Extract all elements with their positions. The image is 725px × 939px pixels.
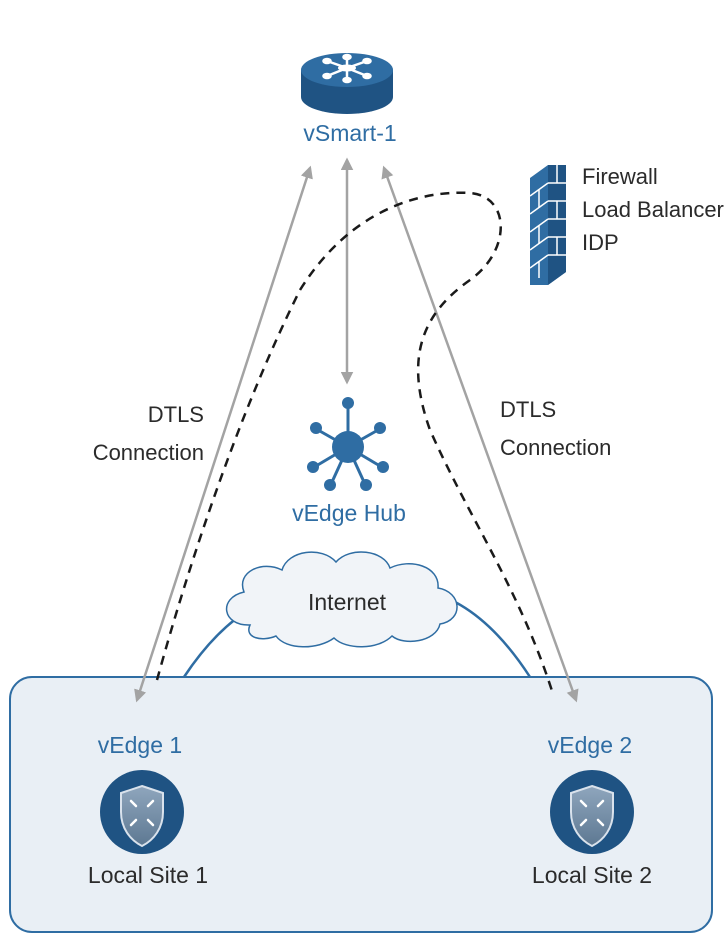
vedge2-device-icon <box>550 770 634 854</box>
dtls-arrow-right <box>381 165 579 703</box>
vsmart-router-icon <box>301 53 393 114</box>
firewall-icon <box>529 165 566 285</box>
local-site-2-label: Local Site 2 <box>531 862 653 888</box>
vedge2-label: vEdge 2 <box>547 732 633 758</box>
dtls-connection-right-label: DTLS Connection <box>500 391 611 467</box>
internet-label: Internet <box>308 589 386 615</box>
dtls-connection-left-label: DTLS Connection <box>82 396 204 472</box>
vedge-hub-label: vEdge Hub <box>292 500 406 526</box>
firewall-services-list: Firewall Load Balancer IDP <box>582 160 724 259</box>
vedge-hub-icon <box>307 397 389 491</box>
firewall-service-load-balancer: Load Balancer <box>582 197 724 222</box>
dtls-left-line1: DTLS <box>147 402 204 427</box>
dtls-left-line2: Connection <box>92 440 204 465</box>
local-site-1-label: Local Site 1 <box>87 862 209 888</box>
vedge1-label: vEdge 1 <box>97 732 183 758</box>
dtls-right-line2: Connection <box>500 435 612 460</box>
dtls-arrow-left <box>134 165 313 703</box>
local-sites-box <box>9 676 713 933</box>
firewall-service-firewall: Firewall <box>582 164 658 189</box>
vedge1-device-icon <box>100 770 184 854</box>
firewall-service-idp: IDP <box>582 230 619 255</box>
vsmart-label: vSmart-1 <box>303 120 397 146</box>
dashed-traffic-path <box>155 191 555 695</box>
dtls-right-line1: DTLS <box>500 397 557 422</box>
